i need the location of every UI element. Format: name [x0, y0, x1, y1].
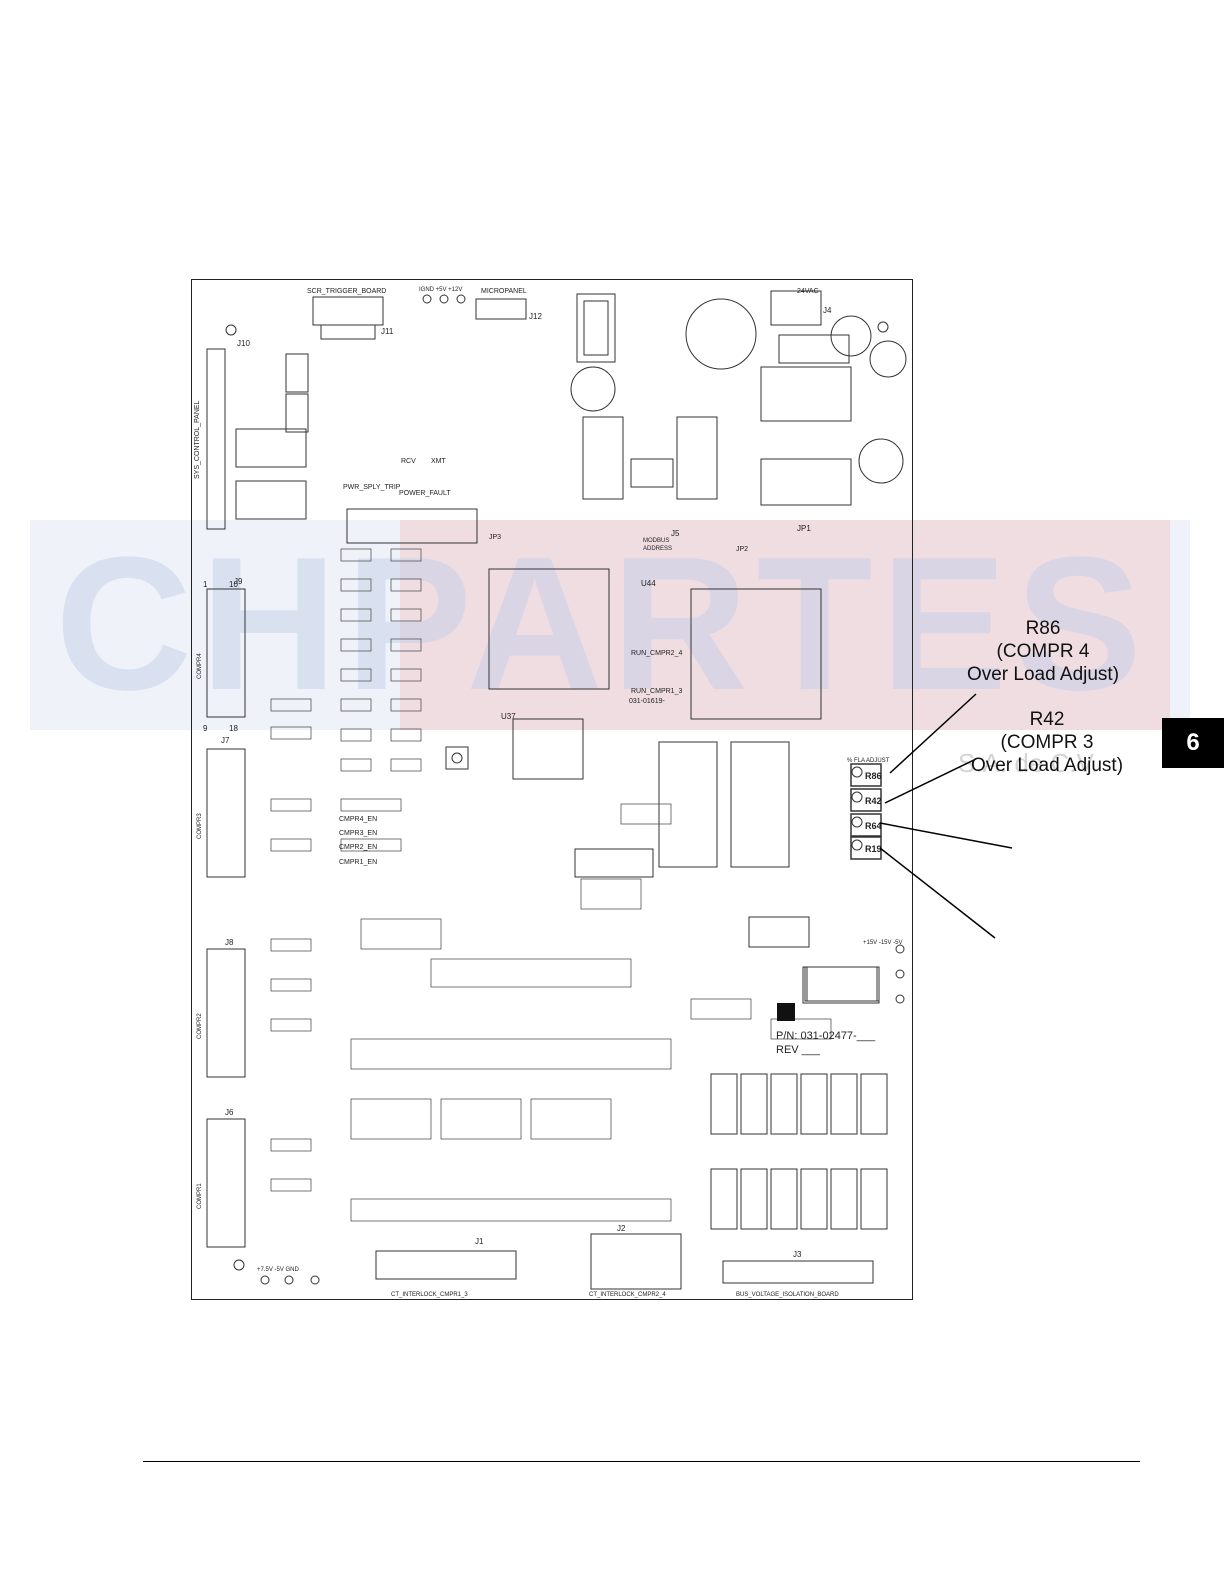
- label-j8: J8: [225, 938, 234, 947]
- label-power-fault: POWER_FAULT: [399, 490, 451, 497]
- label-j7: J7: [221, 736, 230, 745]
- pot-r19: R19: [865, 844, 882, 854]
- label-j2: J2: [617, 1224, 626, 1233]
- chapter-tab: 6: [1162, 718, 1224, 768]
- label-fla-adjust: % FLA ADJUST: [847, 758, 890, 764]
- label-silk-assembly: 031-01619-: [629, 698, 665, 705]
- watermark-band: [30, 520, 1190, 730]
- label-j5: J5: [671, 529, 680, 538]
- label-compr3: COMPR3: [197, 813, 203, 839]
- callout-r42-description: Over Load Adjust): [970, 755, 1124, 776]
- label-run-cmpr2-4: RUN_CMPR2_4: [631, 650, 682, 657]
- callout-r42-title: R42: [1029, 709, 1065, 730]
- label-rcv: RCV: [401, 458, 416, 465]
- label-pwr-sply-trip: PWR_SPLY_TRIP: [343, 484, 401, 491]
- callout-r42-compressor: (COMPR 3: [1000, 732, 1094, 753]
- label-cmpr1-en: CMPR1_EN: [339, 859, 377, 866]
- label-test-points-right: +15V -15V -5V: [863, 940, 903, 946]
- label-ct-cmpr1-3: CT_INTERLOCK_CMPR1_3: [391, 1292, 468, 1298]
- label-test-points-top: IGND +5V +12V: [419, 287, 462, 293]
- label-u37: U37: [501, 712, 516, 721]
- label-j1: J1: [475, 1237, 484, 1246]
- label-xmt: XMT: [431, 458, 447, 465]
- label-jp2: JP2: [736, 546, 748, 553]
- label-scr-trigger: SCR_TRIGGER_BOARD: [307, 288, 386, 295]
- label-bus-voltage: BUS_VOLTAGE_ISOLATION_BOARD: [736, 1292, 839, 1298]
- label-cmpr2-en: CMPR2_EN: [339, 844, 377, 851]
- label-jp3: JP3: [489, 534, 501, 541]
- label-compr1: COMPR1: [197, 1183, 203, 1209]
- pot-r42: R42: [865, 796, 882, 806]
- label-j3: J3: [793, 1250, 802, 1259]
- revision-number: REV ___: [776, 1044, 821, 1056]
- label-jp1: JP1: [797, 524, 811, 533]
- label-modbus: MODBUS: [643, 538, 669, 544]
- callout-r86-title: R86: [1025, 618, 1061, 639]
- label-run-cmpr1-3: RUN_CMPR1_3: [631, 688, 682, 695]
- label-j11: J11: [381, 327, 394, 336]
- label-u44: U44: [641, 579, 656, 588]
- label-j4: J4: [823, 306, 832, 315]
- label-compr2: COMPR2: [197, 1013, 203, 1039]
- label-pin-18: 18: [229, 724, 238, 733]
- pcb-layout-diagram: J10 J9 J7 J8 J6 J1 J2 J3 J4 J5 J11 J12 S…: [194, 287, 907, 1298]
- label-sys-control-panel: SYS_CONTROL_PANEL: [194, 400, 201, 479]
- label-cmpr4-en: CMPR4_EN: [339, 816, 377, 823]
- label-pin-9: 9: [203, 724, 208, 733]
- watermark-subtitle: S.A. de C.V.: [958, 748, 1099, 778]
- label-compr4: COMPR4: [197, 653, 203, 679]
- label-cmpr3-en: CMPR3_EN: [339, 830, 377, 837]
- watermark-logo: CHPARTES: [55, 518, 1150, 730]
- part-number: P/N: 031-02477-___: [776, 1030, 876, 1042]
- label-j10: J10: [237, 339, 250, 348]
- label-address: ADDRESS: [643, 546, 672, 552]
- pot-r64: R64: [865, 821, 882, 831]
- footer-rule: [143, 1461, 1140, 1462]
- callout-r42: R42 (COMPR 3 Over Load Adjust): [964, 708, 1130, 777]
- watermark-red-band: [400, 520, 1170, 730]
- label-ct-cmpr2-4: CT_INTERLOCK_CMPR2_4: [589, 1292, 666, 1298]
- label-test-points-bottom: +7.5V -5V GND: [257, 1267, 300, 1273]
- label-j12: J12: [529, 312, 542, 321]
- callout-r86-description: Over Load Adjust): [966, 664, 1120, 685]
- label-pin-1: 1: [203, 580, 208, 589]
- callout-r86-compressor: (COMPR 4: [996, 641, 1090, 662]
- callout-r86: R86 (COMPR 4 Over Load Adjust): [960, 617, 1126, 686]
- label-micropanel: MICROPANEL: [481, 288, 527, 295]
- label-j6: J6: [225, 1108, 234, 1117]
- label-j9: J9: [234, 577, 243, 586]
- pot-r86: R86: [865, 771, 882, 781]
- label-pin-10: 10: [229, 580, 238, 589]
- label-24vac: 24VAC: [797, 288, 819, 295]
